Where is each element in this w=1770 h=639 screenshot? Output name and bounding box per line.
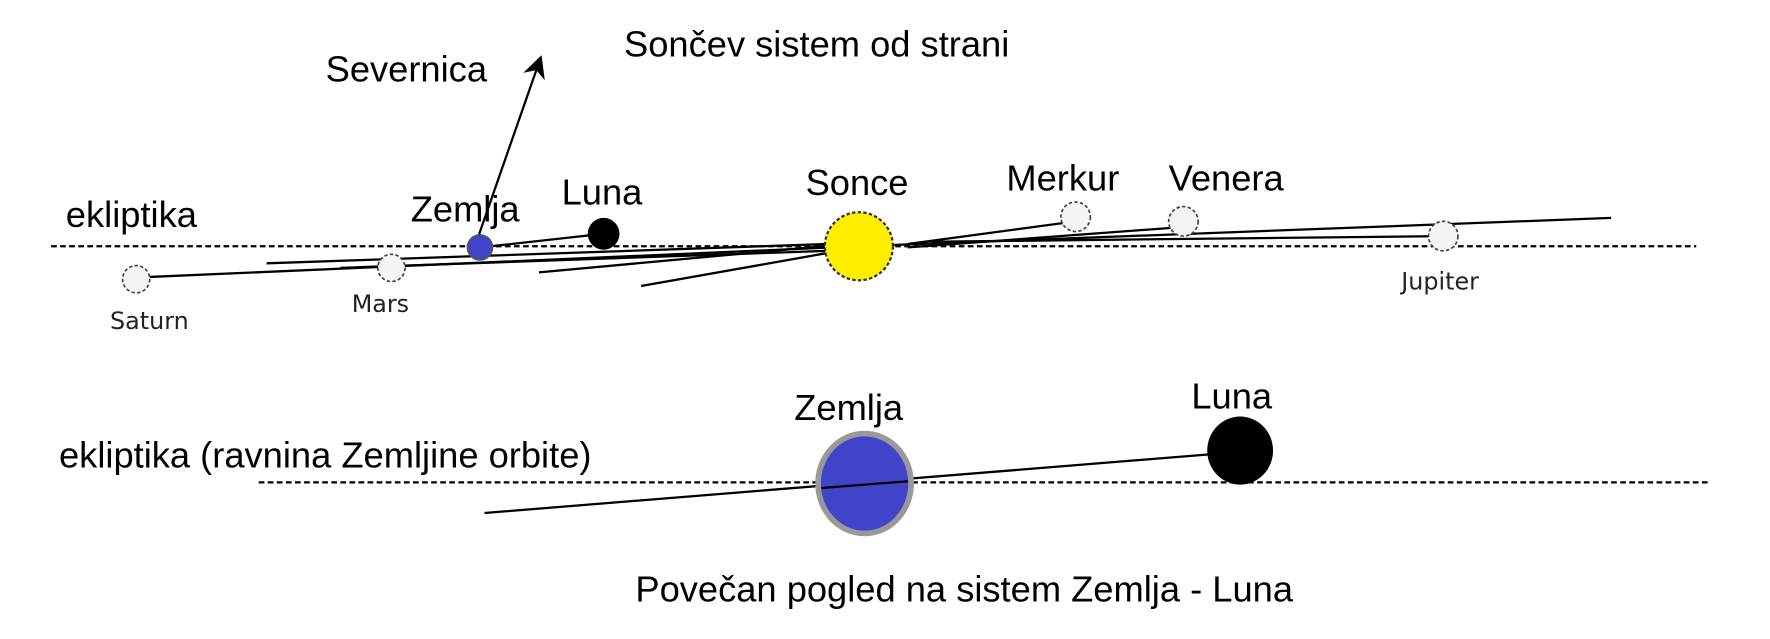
zoom-ecliptic-label: ekliptika (ravnina Zemljine orbite) (59, 435, 591, 476)
zoom-moon-label: Luna (1191, 376, 1273, 417)
mars-label: Mars (352, 290, 409, 318)
earth-label: Zemlja (411, 188, 521, 229)
sun-body (823, 211, 895, 282)
zoom-earth-label: Zemlja (794, 387, 904, 428)
earth-planet (466, 234, 494, 261)
north-star-label: Severnica (326, 49, 488, 90)
mercury-planet (1060, 201, 1092, 233)
venus-planet (1167, 205, 1200, 237)
venus-label: Venera (1169, 158, 1285, 199)
sun-label: Sonce (806, 162, 909, 203)
mars-planet (376, 253, 406, 283)
mercury-label: Merkur (1006, 158, 1119, 199)
jupiter-planet (1427, 220, 1459, 252)
top-title: Sončev sistem od strani (624, 24, 1009, 65)
saturn-planet (121, 264, 151, 294)
saturn-label: Saturn (110, 307, 189, 335)
bottom-title: Povečan pogled na sistem Zemlja - Luna (635, 569, 1293, 610)
moon-body (587, 217, 620, 250)
moon-large (1207, 416, 1274, 485)
orbit-lines (149, 216, 1612, 288)
moon-label: Luna (562, 171, 644, 212)
jupiter-label: Jupiter (1399, 267, 1479, 295)
north-arrow-icon (476, 55, 545, 239)
ecliptic-label: ekliptika (66, 194, 198, 235)
